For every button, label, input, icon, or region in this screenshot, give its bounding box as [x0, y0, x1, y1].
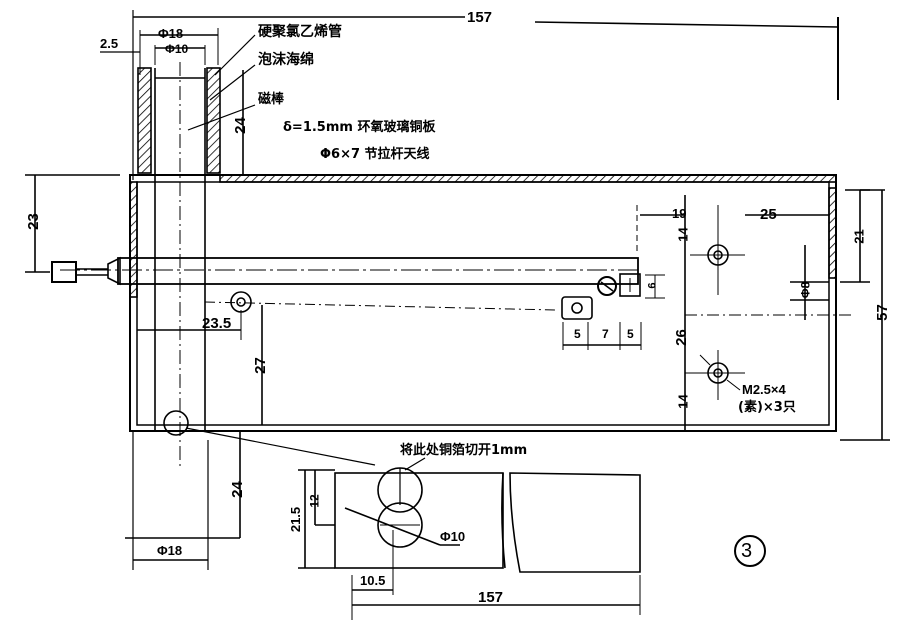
- dim-antenna-offset: 23: [24, 213, 42, 230]
- dim-right-phi8: Φ8: [798, 281, 813, 299]
- callout-foam-sponge: 泡沫海绵: [258, 52, 314, 68]
- dim-right-14-bottom: 14: [675, 394, 691, 409]
- dim-tube-outer-dia-bottom: Φ18: [157, 543, 183, 558]
- dim-hole-x: 23.5: [202, 315, 232, 332]
- screw-note-2: (素)×3只: [738, 400, 796, 415]
- dim-tube-lower: 24: [228, 481, 246, 498]
- dim-right-26: 26: [672, 329, 690, 346]
- dim-detail-12: 12: [307, 494, 322, 508]
- dim-right-21: 21: [851, 229, 867, 244]
- dim-right-19: 19: [672, 206, 687, 221]
- dim-tube-inner-dia: Φ10: [165, 42, 189, 56]
- dim-overall-length-bottom: 157: [478, 589, 504, 606]
- dim-clip-6: 6: [646, 282, 659, 289]
- screw-note-1: M2.5×4: [742, 382, 786, 397]
- callout-antenna: Φ6×7 节拉杆天线: [320, 147, 430, 162]
- dim-detail-10-5: 10.5: [360, 573, 386, 588]
- dim-detail-phi10: Φ10: [440, 529, 466, 544]
- callout-magnetic-rod: 磁棒: [258, 92, 285, 107]
- dim-clip-5b: 5: [627, 327, 634, 341]
- dim-right-14-top: 14: [675, 227, 691, 242]
- callout-pvc-tube: 硬聚氯乙烯管: [258, 24, 342, 40]
- dim-clip-5a: 5: [574, 327, 581, 341]
- figure-number: 3: [741, 540, 753, 562]
- dim-right-25: 25: [760, 206, 777, 223]
- callout-cut-note: 将此处铜箔切开1mm: [400, 443, 528, 458]
- dim-hole-y: 27: [251, 357, 269, 374]
- callout-epoxy-board: δ=1.5mm 环氧玻璃铜板: [283, 120, 436, 135]
- dim-clip-7: 7: [602, 327, 609, 341]
- dim-tube-height: 24: [231, 117, 249, 134]
- dim-wall-thickness: 2.5: [100, 36, 119, 51]
- dim-overall-height: 57: [873, 304, 891, 321]
- dim-overall-length-top: 157: [467, 9, 493, 26]
- dim-detail-21-5: 21.5: [288, 506, 304, 533]
- dim-tube-outer-dia-top: Φ18: [158, 26, 184, 41]
